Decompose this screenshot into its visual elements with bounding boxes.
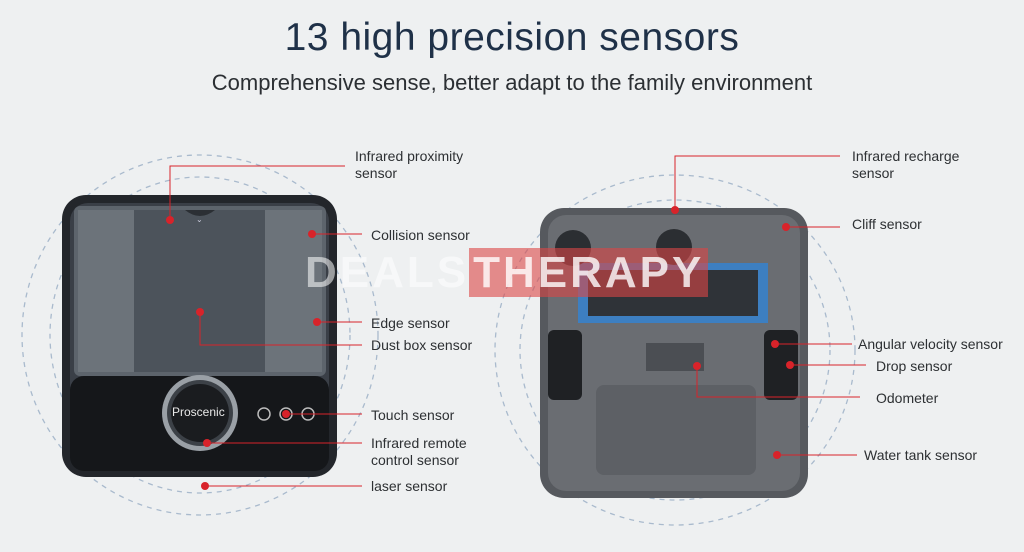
watermark-part1: DEALS [305,248,470,297]
right-leader-lines [674,155,866,456]
label-odometer: Odometer [876,390,939,406]
label-angular-velocity-sensor: Angular velocity sensor [858,336,1003,352]
right-dashed-orbits [494,174,856,526]
svg-text:⌄: ⌄ [196,215,203,224]
left-leader-lines [169,165,362,487]
left-sensor-dots [166,216,321,490]
label-collision-sensor: Collision sensor [371,227,470,243]
label-water-tank-sensor: Water tank sensor [864,447,978,463]
label-infrared-remote-control-sensor: Infrared remote control sensor [371,435,467,468]
right-sensor-dots [671,206,794,459]
label-laser-sensor: laser sensor [371,478,448,494]
page-title: 13 high precision sensors [284,16,740,59]
label-drop-sensor: Drop sensor [876,358,953,374]
watermark: DEALSTHERAPY [305,248,709,298]
page-subtitle: Comprehensive sense, better adapt to the… [211,70,813,95]
label-dust-box-sensor: Dust box sensor [371,337,473,353]
label-touch-sensor: Touch sensor [371,407,455,423]
brand-logo-text: Proscenic [172,405,225,419]
label-edge-sensor: Edge sensor [371,315,450,331]
label-cliff-sensor: Cliff sensor [852,216,922,232]
watermark-part2: THERAPY [469,248,709,297]
label-infrared-recharge-sensor: Infrared recharge sensor [852,148,960,181]
left-dashed-orbits [21,154,379,516]
label-infrared-proximity-sensor: Infrared proximity sensor [355,148,464,181]
